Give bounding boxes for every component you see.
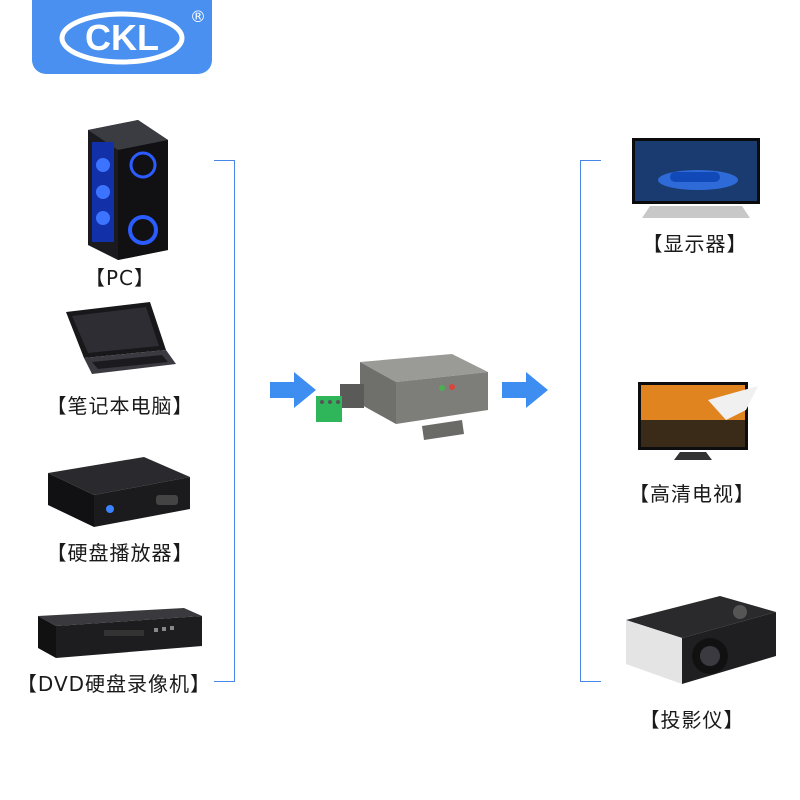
dvd-recorder-icon [34,608,204,664]
ckl-logo-icon: CKL ® [32,0,212,74]
source-label-dvd-recorder: 【DVD硬盘录像机】 [14,668,214,697]
source-label-hdd-player: 【硬盘播放器】 [30,537,210,566]
monitor-icon [630,136,762,224]
hdd-player-icon [44,455,192,533]
right-arrow-icon [270,372,316,408]
right-arrow-icon [502,372,548,408]
display-label-hdtv: 【高清电视】 [622,478,762,507]
brand-logo: CKL ® [32,0,212,74]
source-bracket [214,160,235,682]
source-label-laptop: 【笔记本电脑】 [30,390,210,419]
laptop-icon [58,300,178,378]
display-label-monitor: 【显示器】 [630,228,760,257]
display-label-projector: 【投影仪】 [622,704,762,733]
display-bracket [580,160,601,682]
source-label-pc: 【PC】 [60,262,180,291]
pc-tower-icon [68,120,172,264]
projector-icon [620,590,780,694]
serial-converter-icon [312,348,492,444]
svg-text:®: ® [190,7,206,26]
svg-text:CKL: CKL [85,17,159,58]
hdtv-icon [636,380,760,468]
